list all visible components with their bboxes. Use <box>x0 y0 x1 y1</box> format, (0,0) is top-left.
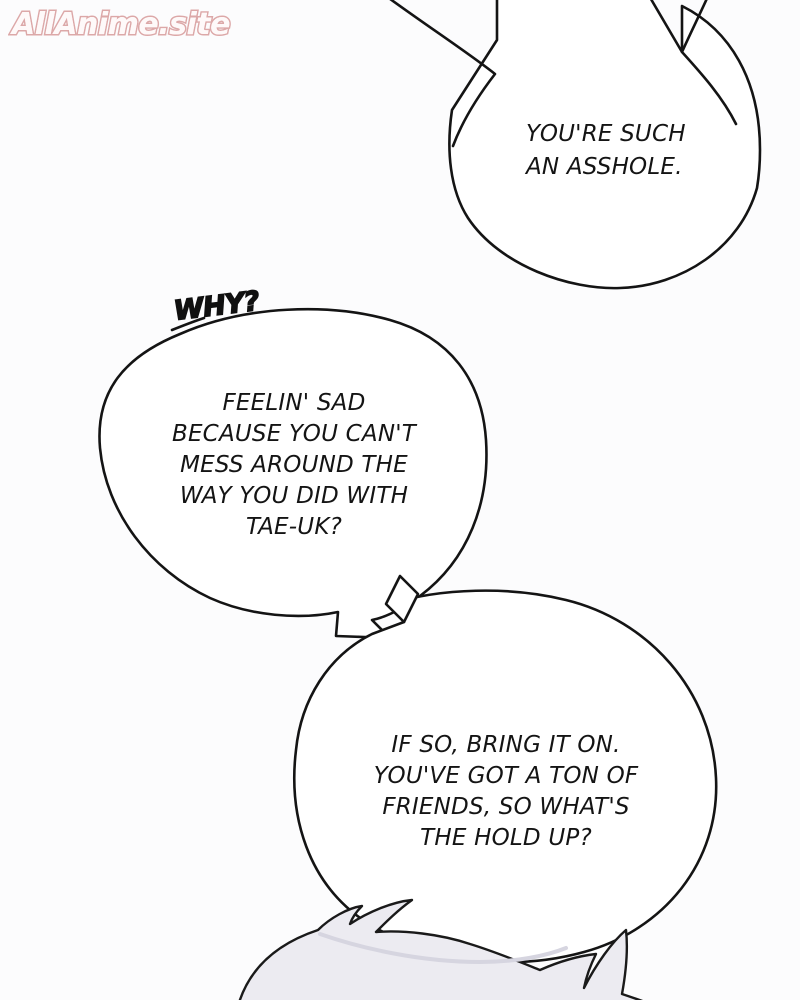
bubble-link-notch <box>384 574 420 624</box>
character-hair <box>238 898 644 1000</box>
bubble-bottom-shape <box>293 589 718 964</box>
bubble-top-tails <box>389 0 738 148</box>
bubble-top-shape <box>448 0 762 290</box>
bubble-middle-tail-left <box>170 316 206 332</box>
bubble-middle-shape <box>98 307 488 640</box>
